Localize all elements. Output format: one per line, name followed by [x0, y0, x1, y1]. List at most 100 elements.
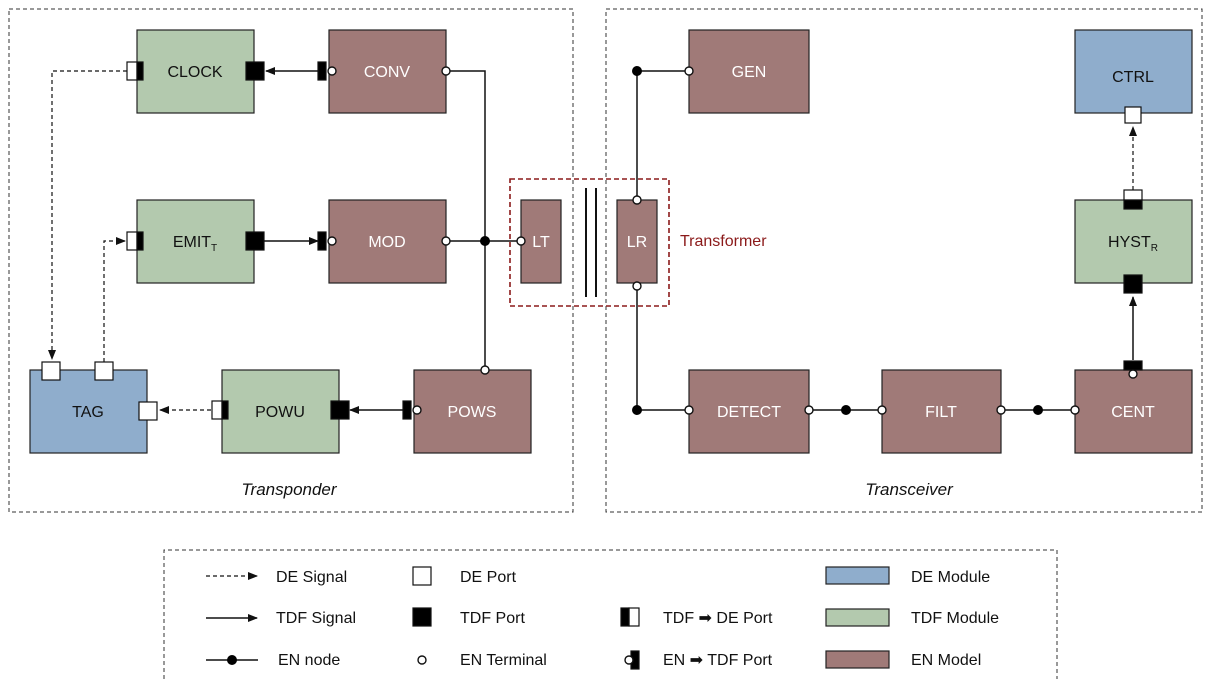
hyst-tdf-de-port-black	[1123, 199, 1143, 210]
legend-en-tdf-port-label: EN ➡ TDF Port	[663, 652, 773, 669]
pows-en-tdf-port	[402, 400, 412, 420]
hyst-module: HYSTR	[1074, 189, 1193, 294]
legend-en-node-icon	[227, 655, 237, 665]
lr-module: LR	[616, 195, 658, 291]
cent-en-terminal-in	[1070, 405, 1080, 415]
detect-module: DETECT	[684, 369, 814, 454]
transformer-frame	[509, 178, 670, 307]
hyst-label: HYSTR	[1108, 234, 1158, 254]
powu-tdf-port	[330, 400, 350, 420]
conv-module: CONV	[317, 29, 451, 114]
conv-en-terminal	[441, 66, 451, 76]
conv-en-tdf-port	[317, 61, 327, 81]
mod-label: MOD	[368, 234, 405, 251]
powu-tdf-de-port-white	[211, 400, 223, 420]
lr-label: LR	[627, 234, 647, 251]
en-node-detect-filt	[841, 405, 851, 415]
transceiver-label: Transceiver	[865, 480, 954, 499]
legend-frame	[163, 549, 1058, 679]
mod-module: MOD	[317, 199, 451, 284]
en-node-gen	[632, 66, 642, 76]
de-signal-clock-tag	[48, 70, 127, 360]
lt-label: LT	[532, 234, 550, 251]
legend-tdf-de-port-icon-white	[628, 607, 640, 627]
transceiver-region	[605, 8, 1203, 513]
en-wire-conv	[447, 70, 486, 241]
mod-en-terminal-in	[327, 236, 337, 246]
en-node-filt-cent	[1033, 405, 1043, 415]
legend-de-port-label: DE Port	[460, 569, 517, 586]
transponder-region	[8, 8, 574, 513]
pows-module: POWS	[402, 365, 532, 454]
tag-de-port-out	[94, 361, 114, 381]
legend-tdf-port-icon	[412, 607, 432, 627]
clock-tdf-de-port-black	[136, 61, 144, 81]
pows-en-terminal	[480, 365, 490, 375]
legend-tdf-de-port-label: TDF ➡ DE Port	[663, 610, 773, 627]
legend-de-signal-label: DE Signal	[276, 569, 347, 586]
de-signal-tag-emit	[103, 237, 126, 362]
conv-label: CONV	[364, 64, 411, 81]
lr-en-terminal-bottom	[632, 281, 642, 291]
transformer-label: Transformer	[680, 233, 767, 250]
cent-en-tdf-port	[1123, 360, 1143, 371]
legend-tdf-module-label: TDF Module	[911, 610, 999, 627]
mod-en-tdf-port	[317, 231, 327, 251]
legend-en-model-label: EN Model	[911, 652, 981, 669]
emit-tdf-port	[245, 231, 265, 251]
legend-tdf-module-icon	[825, 608, 890, 627]
cent-module: CENT	[1070, 360, 1193, 454]
emit-module: EMITT	[126, 199, 265, 284]
emit-tdf-de-port-black	[136, 231, 144, 251]
legend-en-tdf-port-icon-term	[624, 655, 634, 665]
legend: DE Signal TDF Signal EN node DE Port TDF…	[163, 549, 1058, 679]
en-wire-gen	[636, 70, 689, 200]
detect-label: DETECT	[717, 404, 781, 421]
conv-en-terminal-in	[327, 66, 337, 76]
legend-tdf-signal-label: TDF Signal	[276, 610, 356, 627]
legend-en-model-icon	[825, 650, 890, 669]
emit-tdf-de-port-white	[126, 231, 138, 251]
gen-label: GEN	[732, 64, 767, 81]
filt-label: FILT	[925, 404, 957, 421]
clock-tdf-de-port-white	[126, 61, 138, 81]
clock-tdf-port	[245, 61, 265, 81]
pows-en-terminal-in	[412, 405, 422, 415]
filt-en-terminal-out	[996, 405, 1006, 415]
hyst-tdf-port	[1123, 274, 1143, 294]
tag-de-port-in-1	[41, 361, 61, 381]
emit-label: EMITT	[173, 234, 217, 254]
powu-label: POWU	[255, 404, 305, 421]
tag-label: TAG	[72, 404, 104, 421]
pows-label: POWS	[448, 404, 497, 421]
legend-de-module-label: DE Module	[911, 569, 990, 586]
clock-label: CLOCK	[167, 64, 222, 81]
tag-module: TAG	[29, 361, 158, 454]
emit-label-main: EMIT	[173, 234, 211, 251]
legend-de-module-icon	[825, 566, 890, 585]
lt-en-terminal	[516, 236, 526, 246]
powu-module: POWU	[211, 369, 350, 454]
hyst-label-sub: R	[1151, 243, 1158, 254]
lt-module: LT	[516, 199, 562, 284]
en-node-detect	[632, 405, 642, 415]
en-node-transponder	[480, 236, 490, 246]
emit-label-sub: T	[211, 243, 217, 254]
ctrl-module: CTRL	[1074, 29, 1193, 124]
gen-en-terminal	[684, 66, 694, 76]
hyst-tdf-de-port-white	[1123, 189, 1143, 201]
detect-en-terminal-out	[804, 405, 814, 415]
mod-en-terminal	[441, 236, 451, 246]
legend-en-terminal-icon	[417, 655, 427, 665]
hyst-label-main: HYST	[1108, 234, 1151, 251]
clock-module: CLOCK	[126, 29, 265, 114]
legend-tdf-port-label: TDF Port	[460, 610, 525, 627]
ctrl-label: CTRL	[1112, 69, 1154, 86]
filt-module: FILT	[877, 369, 1006, 454]
legend-en-node-label: EN node	[278, 652, 340, 669]
powu-tdf-de-port-black	[221, 400, 229, 420]
gen-module: GEN	[684, 29, 810, 114]
legend-en-terminal-label: EN Terminal	[460, 652, 547, 669]
lr-en-terminal-top	[632, 195, 642, 205]
